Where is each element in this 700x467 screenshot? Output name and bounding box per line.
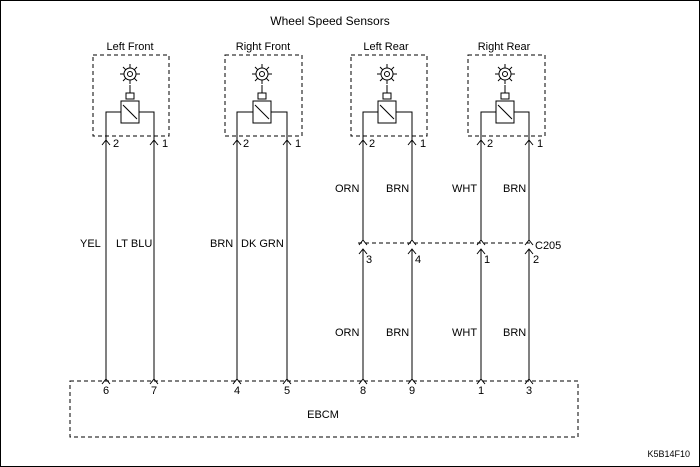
figure-code: K5B14F10 [647, 449, 690, 459]
connector-label: C205 [535, 240, 561, 252]
tone-ring-icon [119, 63, 141, 85]
ebcm-outline [69, 380, 579, 438]
pin-label: 2 [113, 138, 119, 150]
wire-color-label: BRN [210, 238, 233, 250]
pin-label: 6 [103, 385, 109, 397]
module-label: EBCM [307, 409, 339, 421]
wire-color-label: WHT [452, 183, 477, 195]
wire-color-label: BRN [503, 183, 526, 195]
pin-label: 1 [420, 138, 426, 150]
tone-ring-icon [494, 63, 516, 85]
wire-color-label: DK GRN [241, 238, 284, 250]
pin-label: 1 [478, 385, 484, 397]
wire-color-label: WHT [452, 327, 477, 339]
pin-label: 1 [295, 138, 301, 150]
pin-label: 5 [284, 385, 290, 397]
ebcm-module: 6 7 4 5 8 9 1 3 EBCM [69, 378, 579, 438]
wire-color-label: ORN [335, 183, 360, 195]
rear-wiring-lower: ORN BRN WHT BRN [335, 249, 530, 379]
pin-label: 8 [360, 385, 366, 397]
pin-label: 1 [162, 138, 168, 150]
wire-color-label: BRN [386, 183, 409, 195]
sensor-housing [92, 54, 170, 137]
pin-label: 2 [487, 138, 493, 150]
pin-label: 7 [151, 385, 157, 397]
sensor-label: Left Front [106, 41, 153, 53]
wire-color-label: BRN [503, 327, 526, 339]
pin-label: 2 [243, 138, 249, 150]
sensor-label: Right Front [236, 41, 290, 53]
pin-label: 9 [409, 385, 415, 397]
tone-ring-icon [376, 63, 398, 85]
sensor-right-front: Right Front 2 1 [224, 41, 303, 150]
pin-label: 4 [234, 385, 240, 397]
pin-label: 1 [484, 254, 490, 266]
sensor-left-rear: Left Rear 2 1 [350, 41, 428, 150]
sensor-housing [224, 54, 303, 137]
wire-color-label: ORN [335, 327, 360, 339]
rear-wiring-upper: ORN BRN WHT BRN [335, 140, 530, 240]
connector-c205: C205 3 4 1 2 [358, 239, 561, 266]
sensor-left-front: Left Front 2 1 [92, 41, 170, 150]
tone-ring-icon [251, 63, 273, 85]
front-wiring: YEL LT BLU BRN DK GRN [80, 140, 288, 379]
wire-color-label: YEL [80, 238, 101, 250]
sensor-housing [350, 54, 428, 137]
sensor-right-rear: Right Rear 2 1 [467, 41, 546, 150]
wire-color-label: LT BLU [116, 238, 152, 250]
pin-label: 3 [366, 254, 372, 266]
pin-label: 1 [537, 138, 543, 150]
pin-label: 2 [369, 138, 375, 150]
pin-label: 3 [526, 385, 532, 397]
wire-color-label: BRN [386, 327, 409, 339]
diagram-title: Wheel Speed Sensors [270, 14, 389, 28]
sensor-housing [467, 54, 546, 137]
sensor-label: Left Rear [363, 41, 409, 53]
sensor-label: Right Rear [478, 41, 531, 53]
pin-label: 2 [533, 254, 539, 266]
pin-label: 4 [415, 254, 421, 266]
